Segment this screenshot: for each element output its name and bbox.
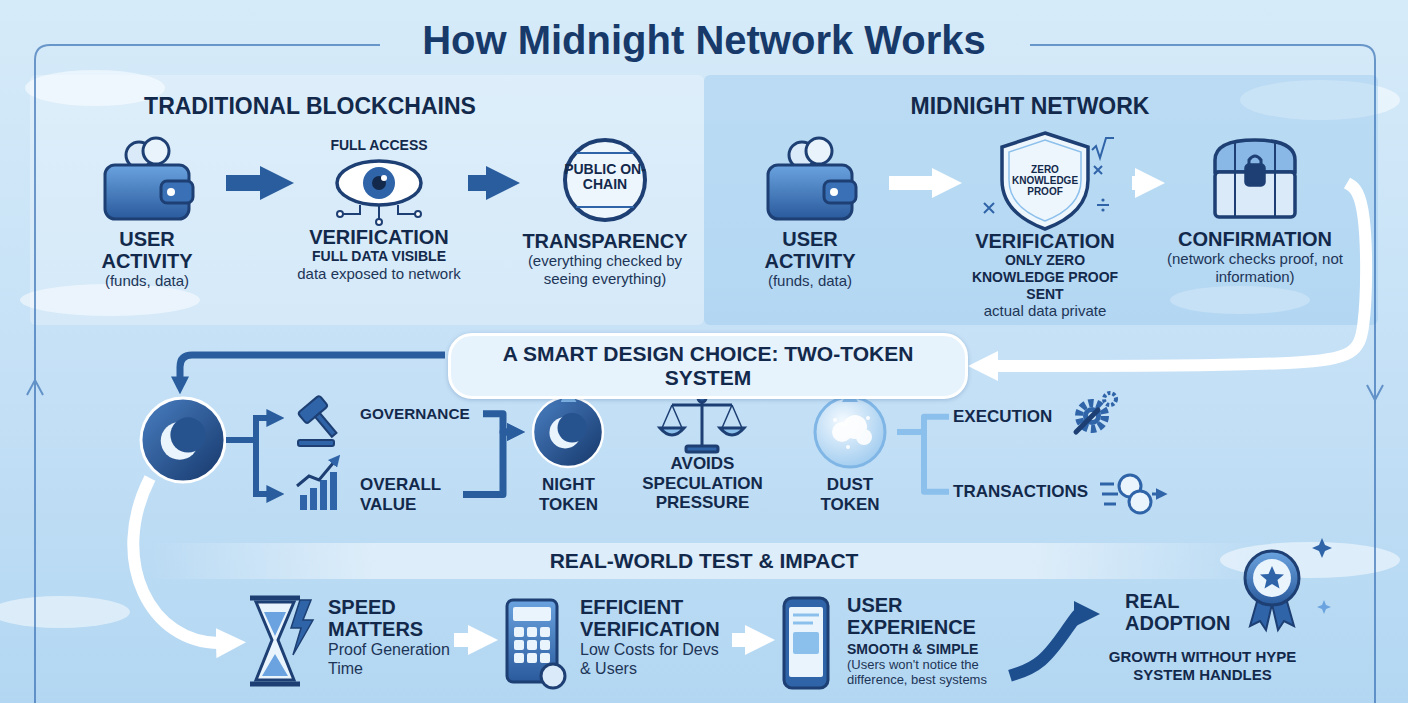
flow-arrow bbox=[732, 633, 751, 647]
step-node: PUBLIC ON-CHAIN TRANSPARENCY(everything c… bbox=[520, 140, 690, 288]
scales-icon bbox=[660, 394, 744, 452]
impact-node: SPEED MATTERSProof Generation Time bbox=[328, 596, 450, 678]
node-text: ONLY ZERO KNOWLEDGE PROOF SENT bbox=[962, 252, 1128, 302]
step-node: ZERO KNOWLEDGE PROOF VERIFICATIONONLY ZER… bbox=[962, 132, 1128, 320]
pointer-arrow bbox=[180, 355, 445, 380]
feature-label: GOVERNANCE bbox=[360, 405, 480, 423]
node-heading: TRANSACTIONS bbox=[953, 482, 1103, 502]
outer-frame bbox=[27, 45, 1383, 703]
node-heading: REAL ADOPTION bbox=[1125, 590, 1250, 634]
panel-grounds bbox=[30, 75, 1378, 325]
node-text: VERIFICATION bbox=[294, 226, 464, 248]
curved-arrow bbox=[1010, 614, 1079, 676]
node-heading: MIDNIGHT NETWORK bbox=[820, 75, 1240, 120]
medal-icon bbox=[1245, 538, 1332, 630]
gavel-icon bbox=[298, 395, 345, 446]
node-heading: USER ACTIVITY bbox=[735, 228, 885, 272]
node-heading: EFFICIENT VERIFICATION bbox=[580, 596, 728, 640]
token-node: NIGHT TOKEN bbox=[525, 397, 612, 514]
merge-arrow bbox=[463, 432, 511, 495]
down-arrow bbox=[846, 399, 854, 400]
step-node: USER ACTIVITY(funds, data) bbox=[72, 133, 222, 290]
wallet-icon bbox=[768, 138, 856, 219]
node-heading: USER EXPERIENCE bbox=[847, 594, 1007, 638]
section-band: REAL-WORLD TEST & IMPACT bbox=[150, 543, 1258, 579]
gear-icon bbox=[1076, 393, 1116, 432]
eye-icon bbox=[337, 161, 421, 225]
node-heading: TRADITIONAL BLOCKCHAINS bbox=[100, 75, 520, 120]
impact-node: EFFICIENT VERIFICATIONLow Costs for Devs… bbox=[498, 596, 728, 678]
phone-icon bbox=[784, 598, 828, 688]
calculator-icon bbox=[507, 600, 565, 688]
node-heading: NIGHT TOKEN bbox=[525, 475, 612, 514]
section-pill: A SMART DESIGN CHOICE: TWO-TOKEN SYSTEM bbox=[448, 333, 968, 399]
node-heading: DUST TOKEN bbox=[805, 475, 895, 514]
down-arrow bbox=[565, 399, 573, 400]
node-heading: ZERO KNOWLEDGE PROOF bbox=[1011, 132, 1079, 226]
panel: MIDNIGHT NETWORK USER ACTIVITY(funds, dat… bbox=[704, 75, 1378, 325]
node-heading: USER ACTIVITY bbox=[72, 228, 222, 272]
moon-token-icon bbox=[141, 398, 225, 482]
node-text: actual data private bbox=[962, 302, 1128, 320]
node-text: (network checks proof, not information) bbox=[1165, 250, 1345, 286]
feature-node: AVOIDS SPECULATION PRESSURE bbox=[635, 392, 770, 513]
step-node: CONFIRMATION(network checks proof, not i… bbox=[1165, 133, 1345, 286]
hourglass-icon bbox=[250, 598, 313, 684]
panel: TRADITIONAL BLOCKCHAINS USER ACTIVITY(fun… bbox=[30, 75, 704, 325]
coins-icon bbox=[1100, 475, 1158, 513]
node-text: VERIFICATION bbox=[962, 230, 1128, 252]
node-text: FULL DATA VISIBLE bbox=[294, 248, 464, 265]
moon-token-icon bbox=[533, 397, 603, 467]
node-heading: GOVERNANCE bbox=[360, 405, 480, 423]
feature-label: EXECUTION bbox=[953, 407, 1065, 427]
node-text: data exposed to network bbox=[294, 265, 464, 283]
chart-icon bbox=[297, 462, 337, 510]
flow-arrow bbox=[454, 633, 474, 647]
feature-label: OVERALL VALUE bbox=[360, 475, 460, 514]
impact-node: USER EXPERIENCE SMOOTH & SIMPLE(Users won… bbox=[775, 594, 1007, 688]
wallet-icon bbox=[105, 138, 193, 219]
chest-icon bbox=[1215, 140, 1295, 217]
node-heading: REAL-WORLD TEST & IMPACT bbox=[150, 549, 1258, 573]
flow-arrow bbox=[226, 175, 267, 191]
node-heading: PUBLIC ON-CHAIN bbox=[563, 140, 647, 220]
branch-line bbox=[897, 432, 949, 492]
dust-token-icon bbox=[815, 397, 885, 467]
token-node: DUST TOKEN bbox=[805, 397, 895, 514]
node-heading: EXECUTION bbox=[953, 407, 1065, 427]
node-text: (funds, data) bbox=[72, 272, 222, 290]
node-heading: FULL ACCESS bbox=[294, 137, 464, 154]
background-clouds bbox=[0, 70, 1400, 628]
step-node: FULL ACCESS VERIFICATIONFULL DATA VISIBLE… bbox=[294, 137, 464, 283]
flow-arrow bbox=[1132, 176, 1141, 190]
node-text: (funds, data) bbox=[735, 272, 885, 290]
node-text: (Users won't notice the difference, best… bbox=[847, 658, 1007, 688]
split-arrows bbox=[226, 418, 270, 494]
node-text: SMOOTH & SIMPLE bbox=[847, 641, 1007, 658]
step-node: USER ACTIVITY(funds, data) bbox=[735, 133, 885, 290]
impact-node: REAL ADOPTION GROWTH WITHOUT HYPE SYSTEM … bbox=[1100, 590, 1305, 684]
node-text: Proof Generation Time bbox=[328, 640, 450, 678]
feature-label: TRANSACTIONS bbox=[953, 482, 1103, 502]
node-text: GROWTH WITHOUT HYPE SYSTEM HANDLES bbox=[1100, 648, 1305, 684]
flow-arrow bbox=[468, 175, 493, 191]
node-heading: AVOIDS SPECULATION PRESSURE bbox=[635, 454, 770, 513]
node-text: TRANSPARENCY bbox=[520, 230, 690, 252]
node-heading: A SMART DESIGN CHOICE: TWO-TOKEN SYSTEM bbox=[465, 342, 951, 390]
shield-icon bbox=[984, 133, 1114, 229]
node-text: (everything checked by seeing everything… bbox=[520, 252, 690, 288]
node-heading: OVERALL VALUE bbox=[360, 475, 460, 514]
node-heading: SPEED MATTERS bbox=[328, 596, 450, 640]
diagram-title: How Midnight Network Works bbox=[0, 18, 1408, 63]
node-text: Low Costs for Devs & Users bbox=[580, 640, 728, 678]
node-heading: CONFIRMATION bbox=[1165, 228, 1345, 250]
flow-arrow bbox=[889, 176, 938, 190]
